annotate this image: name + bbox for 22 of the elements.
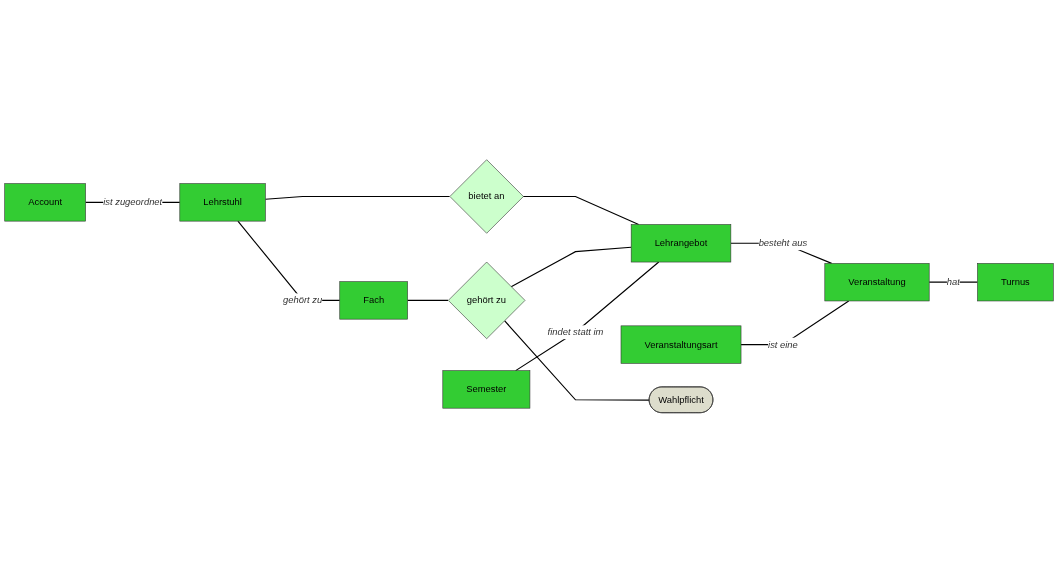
node-box: Veranstaltungsart [620, 325, 742, 364]
node-box: Turnus [977, 263, 1054, 302]
connector [522, 196, 640, 226]
node-box: Account [4, 183, 86, 222]
connector [407, 300, 449, 302]
node-box: Fach [339, 281, 408, 320]
node-diamond: gehört zu [448, 262, 526, 340]
edge-label: hat [946, 277, 960, 288]
edge-label: gehört zu [282, 295, 323, 306]
connector [264, 196, 451, 201]
node-diamond: bietet an [449, 159, 524, 234]
edge-label: besteht aus [758, 238, 808, 249]
node-box: Veranstaltung [824, 263, 930, 302]
edge-label: findet statt im [547, 327, 604, 338]
node-box: Lehrangebot [630, 224, 732, 263]
edge-label: ist eine [768, 339, 798, 350]
node-box: Lehrstuhl [179, 183, 266, 222]
node-box: Semester [442, 370, 531, 409]
connector [515, 261, 660, 372]
connector [510, 246, 632, 288]
connector [503, 320, 650, 401]
edge-label: ist zugeordnet [103, 197, 163, 208]
